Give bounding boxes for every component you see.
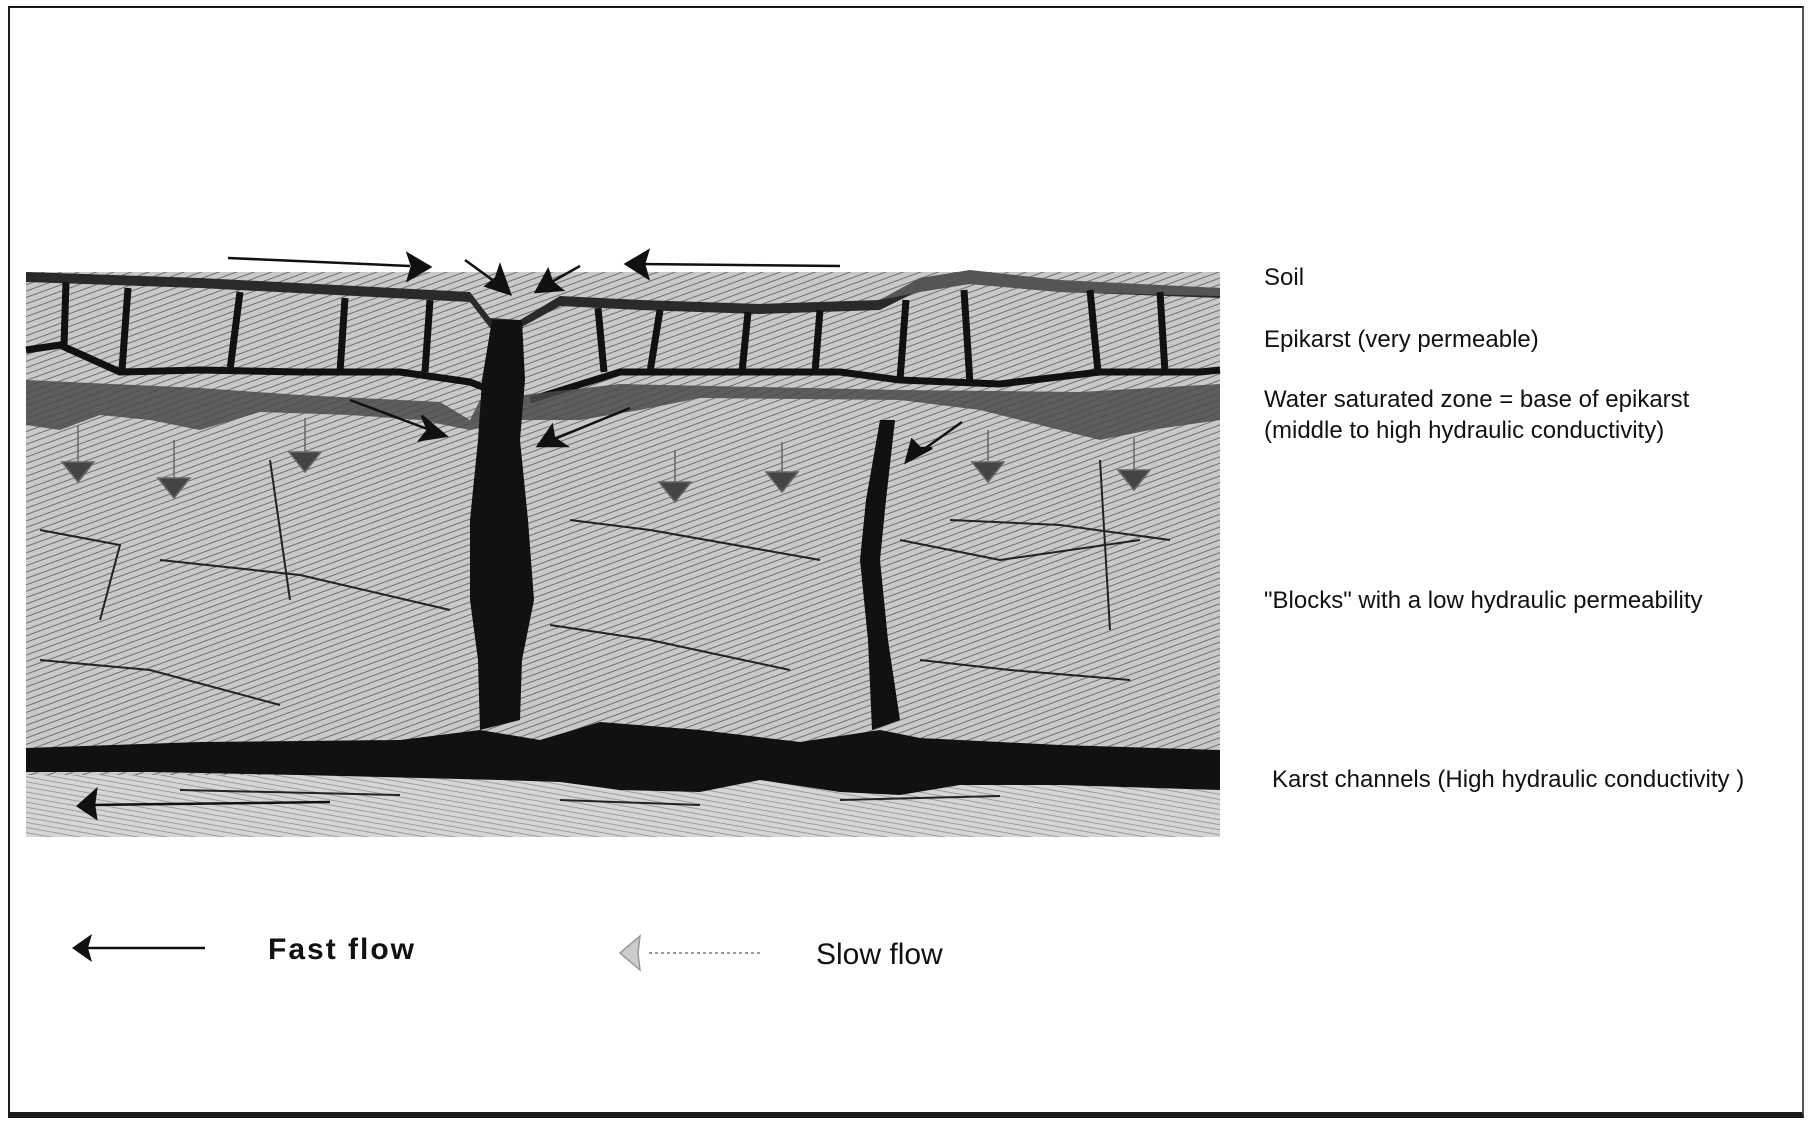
label-channels: Karst channels (High hydraulic conductiv…: [1272, 764, 1744, 795]
label-soil: Soil: [1264, 262, 1304, 293]
solid-arrow-left-icon: [72, 934, 205, 962]
dotted-arrow-left-icon: [620, 936, 760, 970]
label-blocks: "Blocks" with a low hydraulic permeabili…: [1264, 585, 1703, 616]
label-saturated-line2: (middle to high hydraulic conductivity): [1264, 415, 1664, 446]
legend-slow-flow-label: Slow flow: [816, 938, 943, 972]
label-epikarst: Epikarst (very permeable): [1264, 324, 1539, 355]
label-saturated-line1: Water saturated zone = base of epikarst: [1264, 384, 1689, 415]
legend-fast-flow-label: Fast flow: [268, 933, 416, 967]
